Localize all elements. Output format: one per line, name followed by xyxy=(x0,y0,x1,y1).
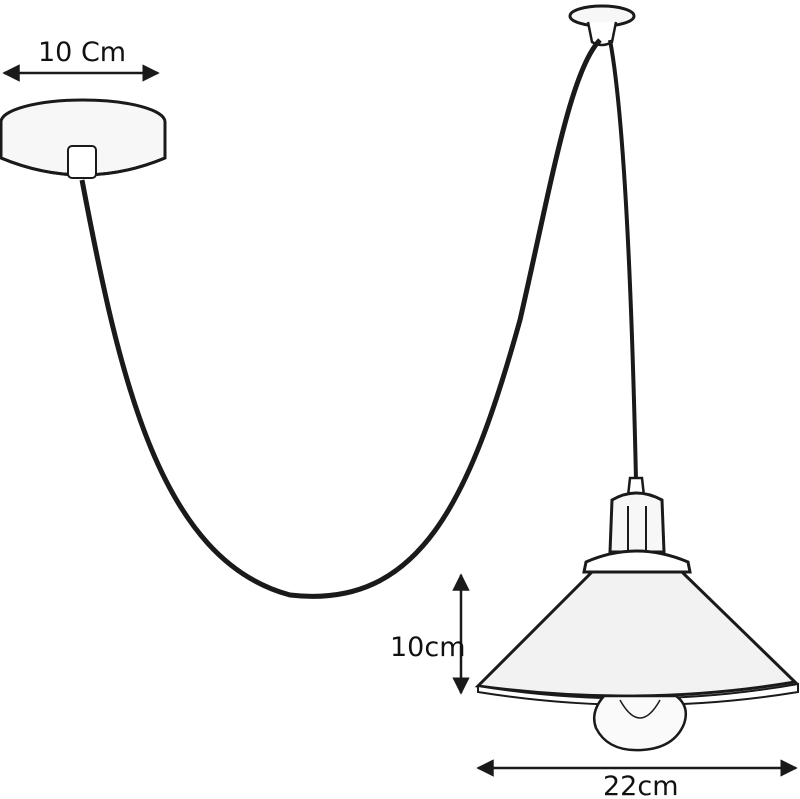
dimension-canopy-width: 10 Cm xyxy=(2,37,160,82)
bulb xyxy=(593,694,687,752)
pendant-lamp xyxy=(474,476,799,752)
canopy-width-label: 10 Cm xyxy=(38,37,126,68)
dimension-shade-width: 22cm xyxy=(476,759,798,799)
dimension-shade-height: 10cm xyxy=(390,573,470,695)
ceiling-hook xyxy=(568,4,636,47)
drop-cable xyxy=(608,39,638,481)
ceiling-canopy xyxy=(0,98,167,179)
swag-cable xyxy=(79,38,602,599)
shade-height-label: 10cm xyxy=(390,632,466,663)
shade-width-label: 22cm xyxy=(603,771,679,799)
lamp-shade xyxy=(474,570,799,698)
